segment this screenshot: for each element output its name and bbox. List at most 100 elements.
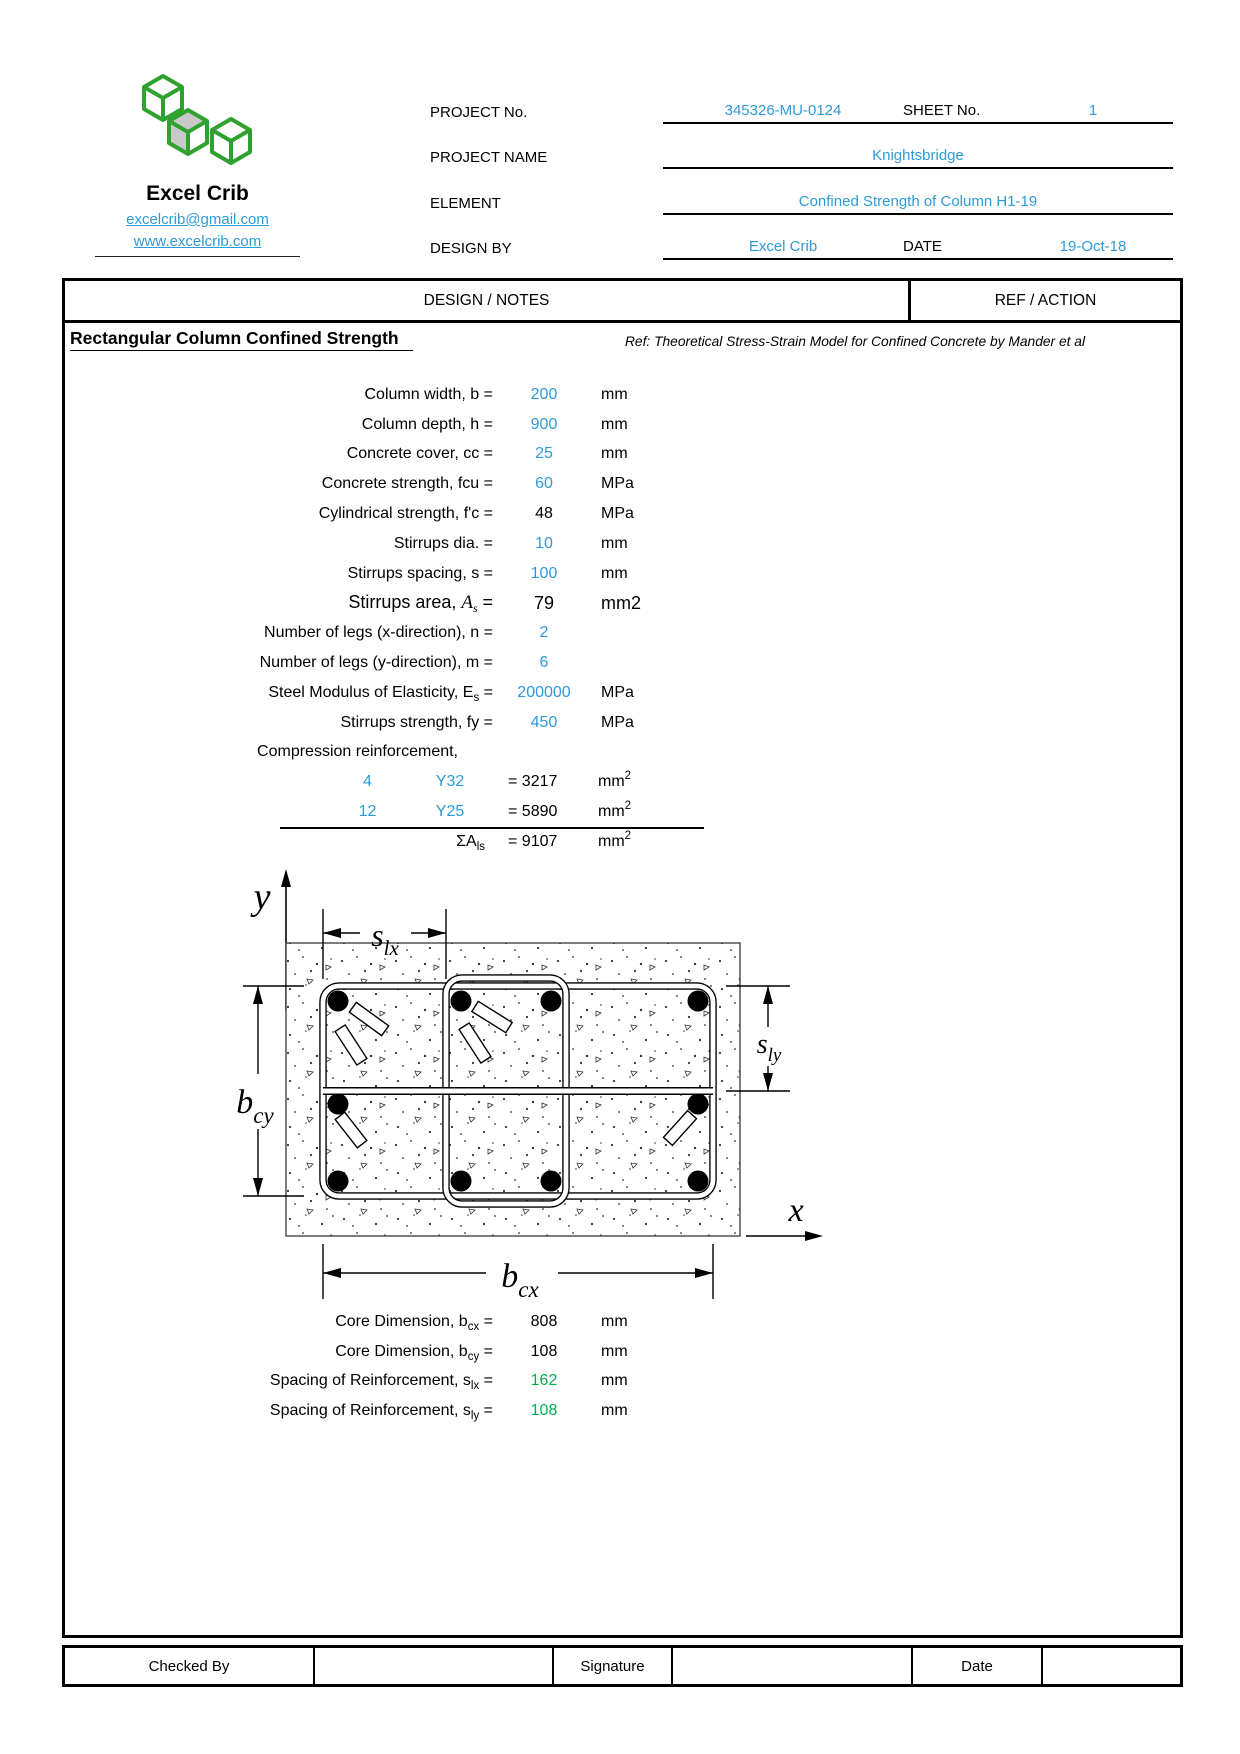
project-name-value[interactable]: Knightsbridge <box>872 147 964 164</box>
design-by-line: Excel Crib DATE 19-Oct-18 <box>663 238 1173 260</box>
date-label: DATE <box>903 238 942 255</box>
date-value[interactable]: 19-Oct-18 <box>1059 238 1127 255</box>
param-unit: MPa <box>601 505 634 523</box>
result-row-bcx: Core Dimension, bcx = 808 mm <box>65 1307 1180 1337</box>
result-label: Core Dimension, bcy = <box>335 1342 493 1363</box>
signature-field[interactable] <box>671 1648 911 1684</box>
param-value[interactable]: 6 <box>539 654 549 672</box>
checked-by-field[interactable] <box>313 1648 552 1684</box>
param-value: 79 <box>533 592 555 613</box>
section-title: Rectangular Column Confined Strength <box>70 328 413 351</box>
element-line: Confined Strength of Column H1-19 <box>663 193 1173 215</box>
ref-action-header: REF / ACTION <box>908 281 1180 320</box>
design-by-label: DESIGN BY <box>430 240 512 257</box>
y-axis: y <box>250 869 291 1011</box>
project-no-value[interactable]: 345326-MU-0124 <box>724 101 842 119</box>
result-row-sly: Spacing of Reinforcement, sly = 108 mm <box>65 1396 1180 1426</box>
project-no-row: PROJECT No. 345326-MU-0124 SHEET No. 1 <box>430 78 1183 124</box>
result-unit: mm <box>601 1342 628 1360</box>
project-name-label: PROJECT NAME <box>430 149 548 166</box>
rebar <box>687 1093 709 1115</box>
rebar-size[interactable]: Y25 <box>435 803 465 821</box>
param-label: Column width, b = <box>364 385 493 403</box>
result-unit: mm <box>601 1312 628 1330</box>
param-value: 48 <box>535 505 553 523</box>
bcy-dimension <box>243 985 304 1197</box>
param-row-steel-modulus: Steel Modulus of Elasticity, Es = 200000… <box>65 678 1180 708</box>
stirrup-hooks <box>334 1000 698 1149</box>
param-row-legs-x: Number of legs (x-direction), n = 2 <box>65 618 1180 648</box>
rebar-row-1: 4 Y32 = 3217 mm2 <box>65 767 1180 797</box>
param-value[interactable]: 25 <box>535 445 553 463</box>
result-label: Core Dimension, bcx = <box>335 1312 493 1333</box>
result-unit: mm <box>601 1372 628 1390</box>
website-link[interactable]: www.excelcrib.com <box>133 233 262 250</box>
logo-block: Excel Crib excelcrib@gmail.com www.excel… <box>95 68 300 257</box>
rebar <box>540 1170 562 1192</box>
result-row-slx: Spacing of Reinforcement, slx = 162 mm <box>65 1367 1180 1397</box>
design-table-header: DESIGN / NOTES REF / ACTION <box>65 281 1180 323</box>
rebar-total-area: = 9107 <box>508 833 558 851</box>
rebar-area: = 3217 <box>508 773 558 791</box>
param-label: Steel Modulus of Elasticity, Es = <box>268 683 493 704</box>
param-label: Stirrups area, As = <box>348 592 493 616</box>
param-value[interactable]: 100 <box>530 564 558 582</box>
param-value[interactable]: 450 <box>530 713 558 731</box>
element-value[interactable]: Confined Strength of Column H1-19 <box>798 192 1038 210</box>
project-header: PROJECT No. 345326-MU-0124 SHEET No. 1 P… <box>430 78 1183 260</box>
sheet-no-value[interactable]: 1 <box>1088 101 1098 119</box>
design-by-value[interactable]: Excel Crib <box>748 238 818 255</box>
param-value[interactable]: 10 <box>535 534 553 552</box>
param-unit: mm <box>601 415 628 433</box>
rebar-sum-rule <box>280 827 704 829</box>
design-notes-header: DESIGN / NOTES <box>423 291 550 309</box>
brand-name: Excel Crib <box>146 182 249 205</box>
date-cell-label: Date <box>911 1648 1041 1684</box>
param-row-stirrups-dia: Stirrups dia. = 10 mm <box>65 529 1180 559</box>
compression-heading-row: Compression reinforcement, <box>65 738 1180 768</box>
param-value[interactable]: 200 <box>530 385 558 403</box>
param-value[interactable]: 60 <box>535 475 553 493</box>
result-value: 108 <box>530 1402 558 1420</box>
rebar <box>450 1170 472 1192</box>
rebar-qty[interactable]: 4 <box>363 773 372 791</box>
rebar-circles <box>327 990 709 1192</box>
sly-dimension <box>726 985 790 1092</box>
param-label: Number of legs (y-direction), m = <box>259 654 493 672</box>
project-no-line: 345326-MU-0124 SHEET No. 1 <box>663 102 1173 124</box>
design-by-row: DESIGN BY Excel Crib DATE 19-Oct-18 <box>430 215 1183 260</box>
result-value: 108 <box>530 1342 558 1360</box>
param-row-stirrups-spacing: Stirrups spacing, s = 100 mm <box>65 559 1180 589</box>
param-unit: mm2 <box>601 592 641 613</box>
project-name-line: Knightsbridge <box>663 147 1173 169</box>
signature-label: Signature <box>552 1648 671 1684</box>
param-row-column-depth: Column depth, h = 900 mm <box>65 410 1180 440</box>
param-row-cylindrical-strength: Cylindrical strength, f'c = 48 MPa <box>65 499 1180 529</box>
param-row-concrete-strength: Concrete strength, fcu = 60 MPa <box>65 469 1180 499</box>
result-value: 162 <box>530 1372 558 1390</box>
email-link[interactable]: excelcrib@gmail.com <box>126 211 269 228</box>
param-value[interactable]: 2 <box>539 624 549 642</box>
param-unit: mm <box>601 534 628 552</box>
bcx-dimension <box>322 1244 714 1299</box>
reference-note: Ref: Theoretical Stress-Strain Model for… <box>624 334 1086 349</box>
bcx-label: bcx <box>501 1258 539 1302</box>
x-axis: x <box>746 1192 823 1241</box>
rebar-qty[interactable]: 12 <box>358 803 377 821</box>
param-value[interactable]: 900 <box>530 415 558 433</box>
element-label: ELEMENT <box>430 194 501 212</box>
param-value[interactable]: 200000 <box>517 683 571 701</box>
param-label: Concrete cover, cc = <box>346 445 493 463</box>
project-name-row: PROJECT NAME Knightsbridge <box>430 124 1183 169</box>
rebar-total-row: ΣAls = 9107 mm2 <box>65 827 1180 857</box>
result-label: Spacing of Reinforcement, slx = <box>269 1372 493 1393</box>
signoff-table: Checked By Signature Date <box>62 1645 1183 1687</box>
rebar-size[interactable]: Y32 <box>435 773 465 791</box>
rebar-row-2: 12 Y25 = 5890 mm2 <box>65 797 1180 827</box>
rebar <box>327 1093 349 1115</box>
param-unit: mm <box>601 445 628 463</box>
date-field[interactable] <box>1041 1648 1180 1684</box>
param-row-stirrups-strength: Stirrups strength, fy = 450 MPa <box>65 708 1180 738</box>
checked-by-label: Checked By <box>148 1657 230 1675</box>
